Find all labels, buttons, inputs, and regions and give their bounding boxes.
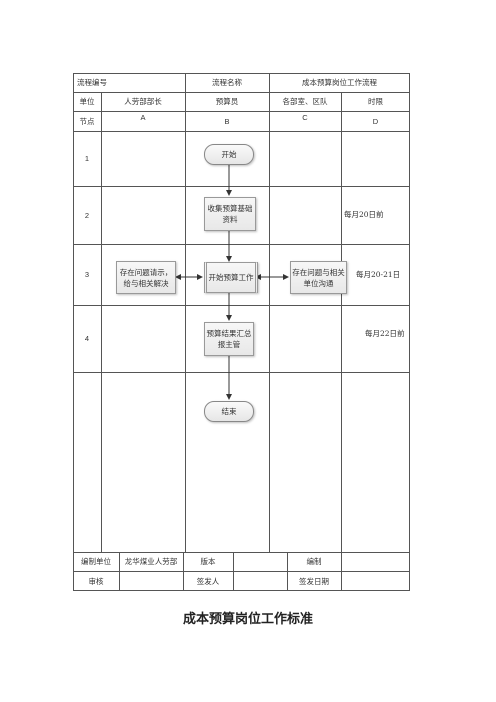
row-number: 4 <box>84 334 90 343</box>
flowchart-table: 流程编号 流程名称 成本预算岗位工作流程 单位 人劳部部长 预算员 各部室、区队… <box>73 73 410 591</box>
compiled-label: 编制 <box>306 557 322 566</box>
begin-budget-process: 开始预算工作 <box>204 262 258 293</box>
table-border-left <box>73 73 74 591</box>
collect-data-process: 收集预算基础资料 <box>204 197 256 231</box>
row-divider <box>73 372 410 373</box>
row-divider <box>73 305 410 306</box>
col-divider <box>183 552 184 591</box>
col-divider <box>341 92 342 552</box>
col-divider <box>185 73 186 92</box>
version-label: 版本 <box>200 557 216 566</box>
flow-name-label: 流程名称 <box>212 78 242 87</box>
row-divider <box>73 131 410 132</box>
unit-label: 单位 <box>79 97 95 106</box>
issuer-value <box>233 571 287 591</box>
role-col-c: 各部室、区队 <box>282 97 328 106</box>
flow-number-label: 流程编号 <box>77 78 107 87</box>
col-divider <box>185 92 186 552</box>
review-value <box>119 571 183 591</box>
issue-date-value <box>341 571 410 591</box>
col-divider <box>101 92 102 552</box>
node-a: A <box>140 112 146 122</box>
node-b: B <box>224 116 230 126</box>
version-value <box>233 552 287 571</box>
review-label: 审核 <box>88 576 104 586</box>
node-c: C <box>302 112 308 122</box>
document-title: 成本预算岗位工作标准 <box>182 612 313 627</box>
col-divider <box>269 73 270 92</box>
role-col-a: 人劳部部长 <box>124 97 162 106</box>
flow-connectors <box>175 164 289 400</box>
compiler-unit-label: 编制单位 <box>81 557 111 566</box>
row-divider <box>73 244 410 245</box>
row-divider <box>73 186 410 187</box>
col-divider <box>233 552 234 591</box>
row-divider <box>73 111 410 112</box>
col-divider <box>287 552 288 591</box>
compiled-value <box>341 552 410 571</box>
deadline-row-3: 每月20-21日 <box>356 270 401 279</box>
start-terminator: 开始 <box>204 144 254 165</box>
role-col-d: 时限 <box>368 97 383 106</box>
issue-escalate-process: 存在问题请示，给与相关解决 <box>116 261 176 294</box>
compiler-unit-value: 龙华煤业人劳部 <box>124 557 178 566</box>
end-terminator: 结束 <box>204 401 254 422</box>
col-divider <box>119 552 120 591</box>
deadline-row-2: 每月20日前 <box>344 210 384 219</box>
row-divider <box>73 571 410 572</box>
row-divider <box>73 552 410 553</box>
issue-date-label: 签发日期 <box>299 576 329 586</box>
col-divider <box>341 552 342 591</box>
row-number: 2 <box>84 210 90 220</box>
issuer-label: 签发人 <box>196 576 220 586</box>
row-number: 1 <box>84 154 90 163</box>
role-col-b: 预算员 <box>215 97 239 106</box>
report-summary-process: 预算结果汇总报主管 <box>204 322 254 356</box>
issue-communicate-process: 存在问题与相关单位沟通 <box>290 261 347 294</box>
flow-name-value: 成本预算岗位工作流程 <box>302 78 377 87</box>
deadline-row-4: 每月22日前 <box>365 329 405 338</box>
row-divider <box>73 92 410 93</box>
table-border-top <box>73 73 410 74</box>
table-border-right <box>409 73 410 591</box>
row-number: 3 <box>84 270 90 279</box>
node-d: D <box>372 116 379 126</box>
node-label: 节点 <box>79 116 95 126</box>
col-divider <box>269 92 270 552</box>
table-border-bottom <box>73 590 410 591</box>
